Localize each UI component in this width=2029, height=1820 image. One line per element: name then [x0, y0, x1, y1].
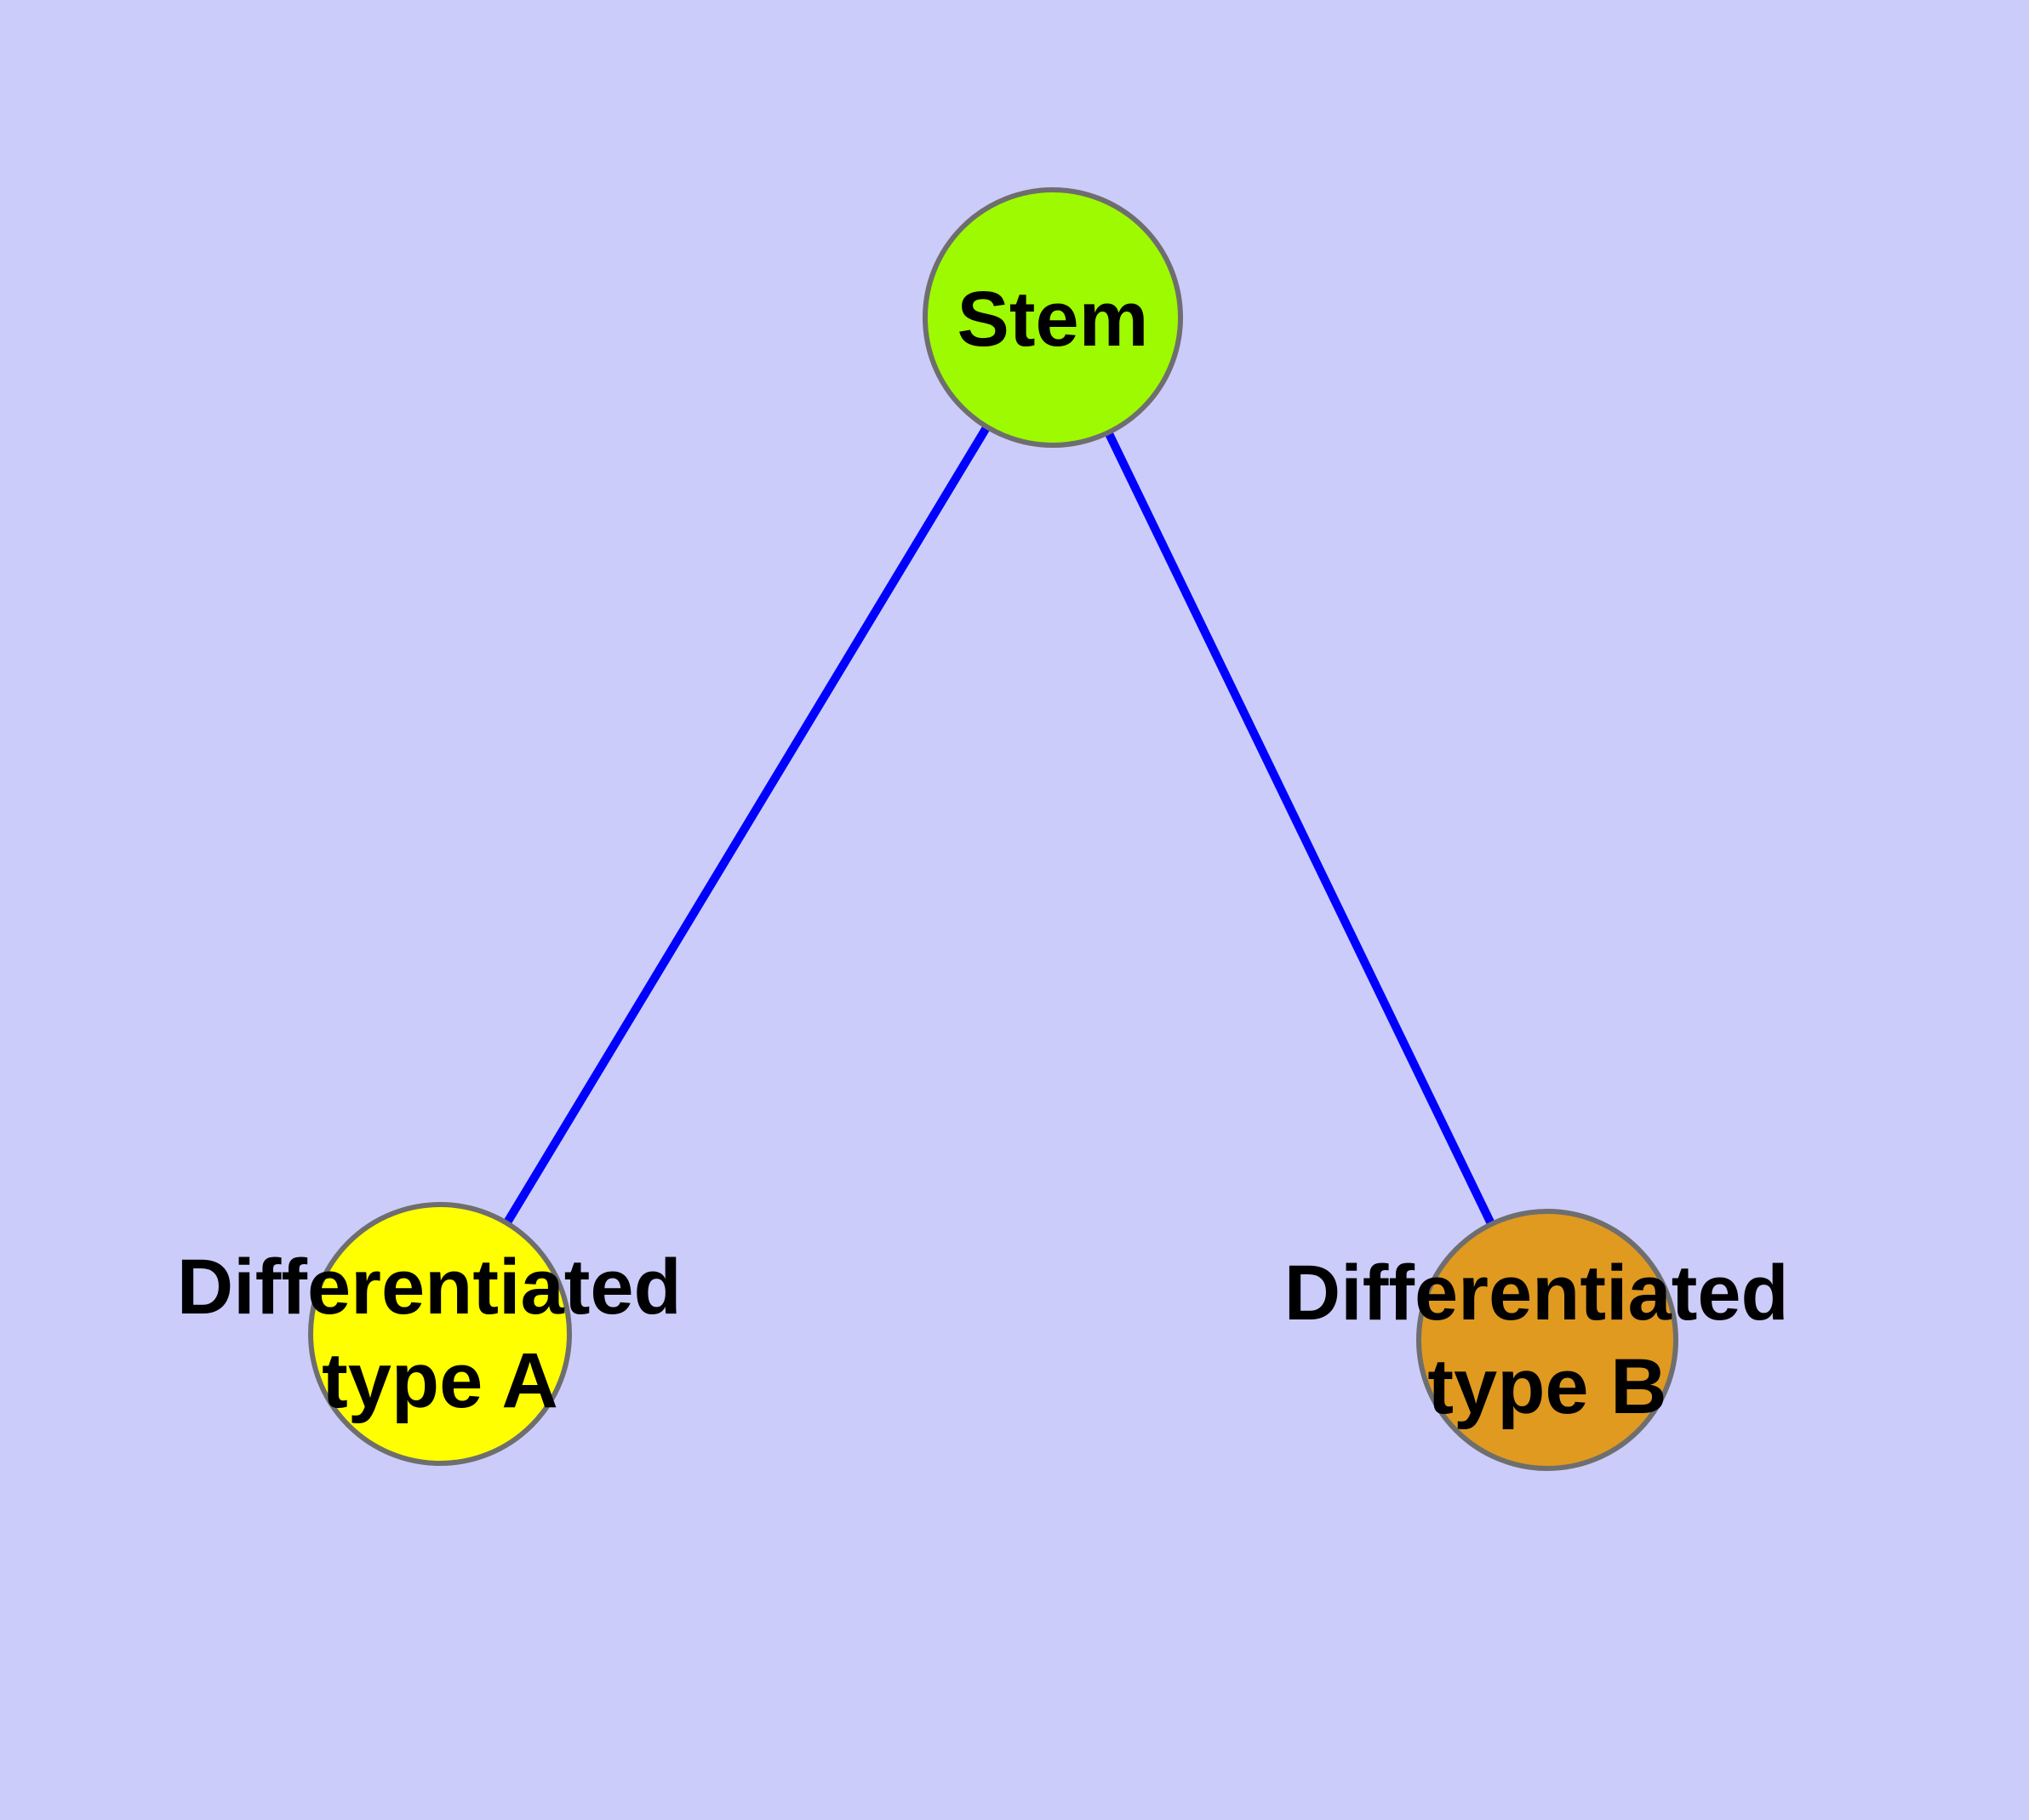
- node-stem-circle[interactable]: [923, 187, 1183, 448]
- edge-stem-to-differentiated-type-b[interactable]: [1049, 315, 1552, 1342]
- node-differentiated-type-b-label-line-1: Differentiated: [1284, 1250, 1789, 1336]
- edge-stem-to-differentiated-type-a[interactable]: [436, 315, 1057, 1336]
- node-differentiated-type-b-label: Differentiated type B: [1284, 1250, 1811, 1430]
- node-stem[interactable]: [923, 187, 1183, 448]
- node-differentiated-type-a-label-line-1: Differentiated: [177, 1244, 682, 1331]
- node-differentiated-type-b-circle[interactable]: [1416, 1209, 1678, 1471]
- node-differentiated-type-a-circle[interactable]: [308, 1202, 572, 1466]
- node-stem-label-line-1: Stem: [957, 276, 1149, 363]
- node-differentiated-type-b[interactable]: [1416, 1209, 1678, 1471]
- node-differentiated-type-a-label: Differentiated type A: [177, 1244, 704, 1424]
- node-differentiated-type-a[interactable]: [308, 1202, 572, 1466]
- label-layer: Stem Differentiated type A Differentiate…: [177, 276, 1811, 1430]
- edge-layer: [436, 315, 1552, 1342]
- node-differentiated-type-a-label-line-2: type A: [322, 1337, 558, 1424]
- node-differentiated-type-b-label-line-2: type B: [1427, 1343, 1666, 1430]
- node-stem-label: Stem: [957, 276, 1149, 363]
